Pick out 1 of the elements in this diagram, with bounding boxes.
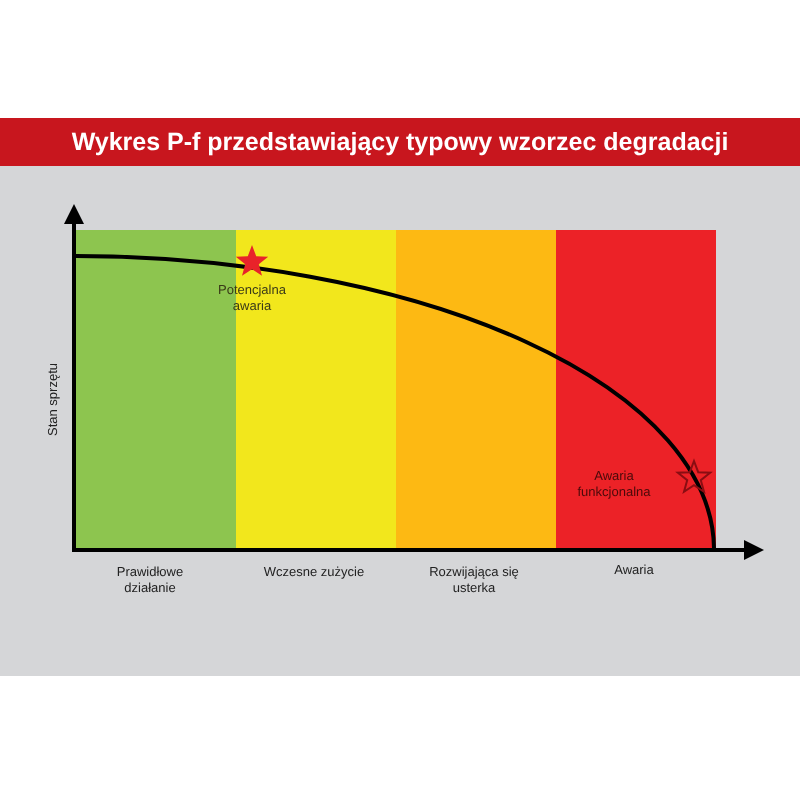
chart-title: Wykres P-f przedstawiający typowy wzorzec degradacji [0, 118, 800, 166]
